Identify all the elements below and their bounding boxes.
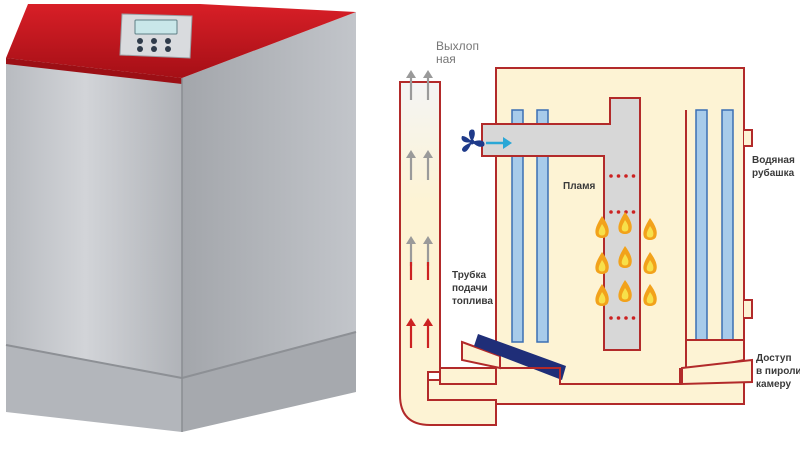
flame-label: Пламя (563, 181, 596, 192)
water-jacket-label: Водяная рубашка (752, 154, 795, 180)
control-display (134, 19, 178, 35)
air-hole-dot (609, 316, 613, 320)
flame-icon (595, 252, 609, 274)
flame-icon (595, 284, 609, 306)
fuel-tube-label-line: топлива (452, 296, 493, 307)
pyro-access-label-line: камеру (756, 379, 792, 390)
air-hole-dot (631, 210, 636, 214)
air-hole-dot (616, 316, 621, 320)
air-hole-dot (631, 174, 636, 178)
air-hole-dot (616, 174, 621, 178)
flame-icon (595, 216, 609, 238)
flame-icon (643, 252, 657, 274)
control-button (137, 46, 143, 52)
air-hole-dot (624, 316, 628, 320)
pyro-access-label-line: в пиролиз (756, 366, 800, 377)
up-arrow-icon (406, 150, 416, 180)
exhaust-label: Выхлоп ная (436, 40, 479, 66)
air-hole-dot (616, 210, 621, 214)
control-panel (119, 13, 193, 59)
up-arrow-icon (406, 318, 416, 348)
air-hole-dot (631, 316, 636, 320)
flame-icon (618, 212, 632, 234)
water-jacket-bar (695, 109, 708, 341)
flame-icon (643, 284, 657, 306)
water-jacket-bar (721, 109, 734, 341)
up-arrow-icon (406, 70, 416, 100)
boiler-side-panel (182, 12, 356, 378)
air-hole-dot (624, 174, 628, 178)
combustion-column (481, 97, 641, 351)
up-arrow-icon (423, 70, 433, 100)
boiler-unit (5, 4, 357, 432)
control-button (137, 38, 143, 44)
exhaust-label-line: ная (436, 52, 456, 66)
fuel-tube-label: Трубка подачи топлива (452, 269, 493, 308)
pyro-access-port (681, 358, 753, 386)
water-jacket-label-line: Водяная (752, 155, 795, 166)
air-hole-dot (609, 210, 613, 214)
up-arrow-icon (423, 150, 433, 180)
control-button (165, 38, 171, 44)
boiler-base (6, 345, 182, 432)
air-flow-arrow-icon (486, 137, 512, 149)
boiler-front-panel (6, 58, 182, 378)
air-hole-dot (609, 174, 613, 178)
water-jacket-bar (511, 109, 524, 343)
water-jacket-bar (536, 109, 549, 343)
flame-icon (643, 218, 657, 240)
control-button (165, 46, 171, 52)
boiler-diagram (399, 67, 753, 426)
water-jacket-label-line: рубашка (752, 168, 795, 179)
fuel-tube-label-line: Трубка (452, 270, 487, 281)
control-button (151, 38, 157, 44)
flame-icon (618, 246, 632, 268)
fan-icon (461, 129, 485, 152)
up-arrow-icon (423, 318, 433, 348)
pyro-access-label-line: Доступ (756, 353, 792, 364)
exhaust-label-line: Выхлоп (436, 39, 479, 53)
flame-icon (618, 280, 632, 302)
fuel-tube-label-line: подачи (452, 283, 488, 294)
pyro-access-label: Доступ в пиролиз камеру (756, 352, 800, 391)
control-button (151, 46, 157, 52)
